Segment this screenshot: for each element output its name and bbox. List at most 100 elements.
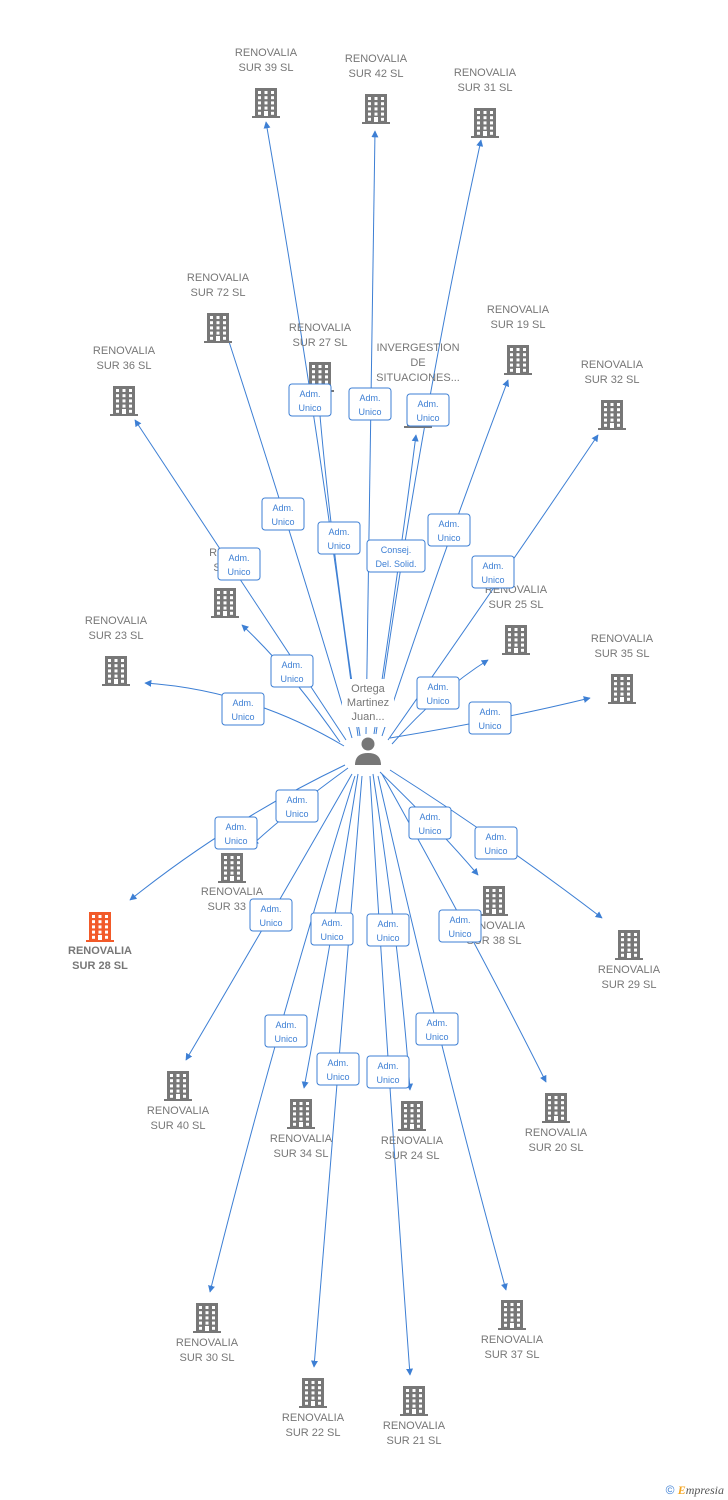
edge-label-ninv[interactable]: Consej.Del. Solid. — [366, 539, 426, 573]
edge-label-n27[interactable]: Adm.Unico — [317, 521, 361, 555]
building-icon — [400, 1386, 428, 1416]
edge-label-n33[interactable]: Adm.Unico — [275, 789, 319, 823]
company-name-line: RENOVALIA — [381, 1135, 444, 1147]
building-icon — [542, 1093, 570, 1123]
company-name-line: SUR 39 SL — [238, 62, 293, 74]
edge-label-n34[interactable]: Adm.Unico — [310, 912, 354, 946]
edge-role-text: Adm. — [228, 553, 249, 563]
building-icon — [86, 912, 114, 942]
company-name-line: SUR 32 SL — [584, 374, 639, 386]
edge-role-text: Unico — [448, 929, 471, 939]
edge-role-text: Adm. — [377, 919, 398, 929]
edge-label-n23[interactable]: Adm.Unico — [221, 692, 265, 726]
building-icon — [110, 386, 138, 416]
edge-role-text: Adm. — [327, 1058, 348, 1068]
company-name-line: SUR 35 SL — [594, 648, 649, 660]
edge-n22 — [311, 775, 363, 1368]
edge-role-text: Adm. — [449, 915, 470, 925]
edge-label-box — [474, 826, 518, 860]
edge-role-text: Adm. — [427, 682, 448, 692]
edge-label-box — [264, 1014, 308, 1048]
edge-label-box — [261, 497, 305, 531]
edge-label-n40[interactable]: Adm.Unico — [249, 898, 293, 932]
edge-label-n35[interactable]: Adm.Unico — [468, 701, 512, 735]
edge-label-n30[interactable]: Adm.Unico — [264, 1014, 308, 1048]
edge-label-n22[interactable]: Adm.Unico — [316, 1052, 360, 1086]
edge-label-n32[interactable]: Adm.Unico — [471, 555, 515, 589]
edge-role-text: Unico — [298, 403, 321, 413]
edge-label-n21[interactable]: Adm.Unico — [366, 1055, 410, 1089]
company-name-line: RENOVALIA — [201, 886, 264, 898]
edge-label-box — [317, 521, 361, 555]
building-icon — [615, 930, 643, 960]
edge-role-text: Unico — [376, 1075, 399, 1085]
edge-label-n19[interactable]: Adm.Unico — [427, 513, 471, 547]
company-name-line: RENOVALIA — [270, 1133, 333, 1145]
edge-label-n29[interactable]: Adm.Unico — [474, 826, 518, 860]
edge-label-n31[interactable]: Adm.Unico — [406, 393, 450, 427]
edge-label-n20[interactable]: Adm. Unico — [438, 909, 482, 943]
company-name-line: RENOVALIA — [147, 1105, 210, 1117]
company-name-line: SUR 40 SL — [150, 1120, 205, 1132]
edge-label-n36[interactable]: Adm. Unico — [217, 547, 261, 581]
company-name-line: RENOVALIA — [487, 304, 550, 316]
edge-label-n42[interactable]: Adm.Unico — [348, 387, 392, 421]
edge-label-n28[interactable]: Adm.Unico — [214, 816, 258, 850]
edge-role-text: Unico — [227, 567, 250, 577]
edge-label-n26[interactable]: Adm.Unico — [270, 654, 314, 688]
building-icon — [362, 94, 390, 124]
edge-label-n25[interactable]: Adm.Unico — [416, 676, 460, 710]
edge-label-n39[interactable]: Adm.Unico — [288, 383, 332, 417]
brand-logo[interactable]: Empresia — [678, 1483, 724, 1497]
edge-label-n24[interactable]: Adm.Unico — [366, 913, 410, 947]
edge-role-text: Adm. — [359, 393, 380, 403]
company-node-n40[interactable]: RENOVALIA SUR 40 SL — [147, 1071, 210, 1132]
edge-role-text: Adm. — [275, 1020, 296, 1030]
edge-label-box — [415, 1012, 459, 1046]
edge-role-text: Adm. — [419, 812, 440, 822]
center-person[interactable]: OrtegaMartinezJuan... — [342, 679, 394, 765]
edge-label-n38[interactable]: Adm.Unico — [408, 806, 452, 840]
edge-role-text: Adm. — [281, 660, 302, 670]
edge-label-box — [249, 898, 293, 932]
edge-role-text: Unico — [437, 533, 460, 543]
edge-role-text: Unico — [484, 846, 507, 856]
person-name-line: Juan... — [351, 711, 384, 723]
company-name-line: RENOVALIA — [598, 964, 661, 976]
copyright-symbol: © — [665, 1483, 675, 1497]
edge-label-n37[interactable]: Adm.Unico — [415, 1012, 459, 1046]
edge-label-n72[interactable]: Adm.Unico — [261, 497, 305, 531]
edge-label-box — [310, 912, 354, 946]
edge-label-box — [316, 1052, 360, 1086]
building-icon — [211, 588, 239, 618]
person-node[interactable]: OrtegaMartinezJuan... — [342, 679, 394, 765]
edge-label-box — [366, 539, 426, 573]
building-icon — [471, 108, 499, 138]
edge-label-box — [348, 387, 392, 421]
company-name-line: SITUACIONES... — [376, 372, 460, 384]
edge-role-text: Adm. — [482, 561, 503, 571]
building-icon — [252, 88, 280, 118]
